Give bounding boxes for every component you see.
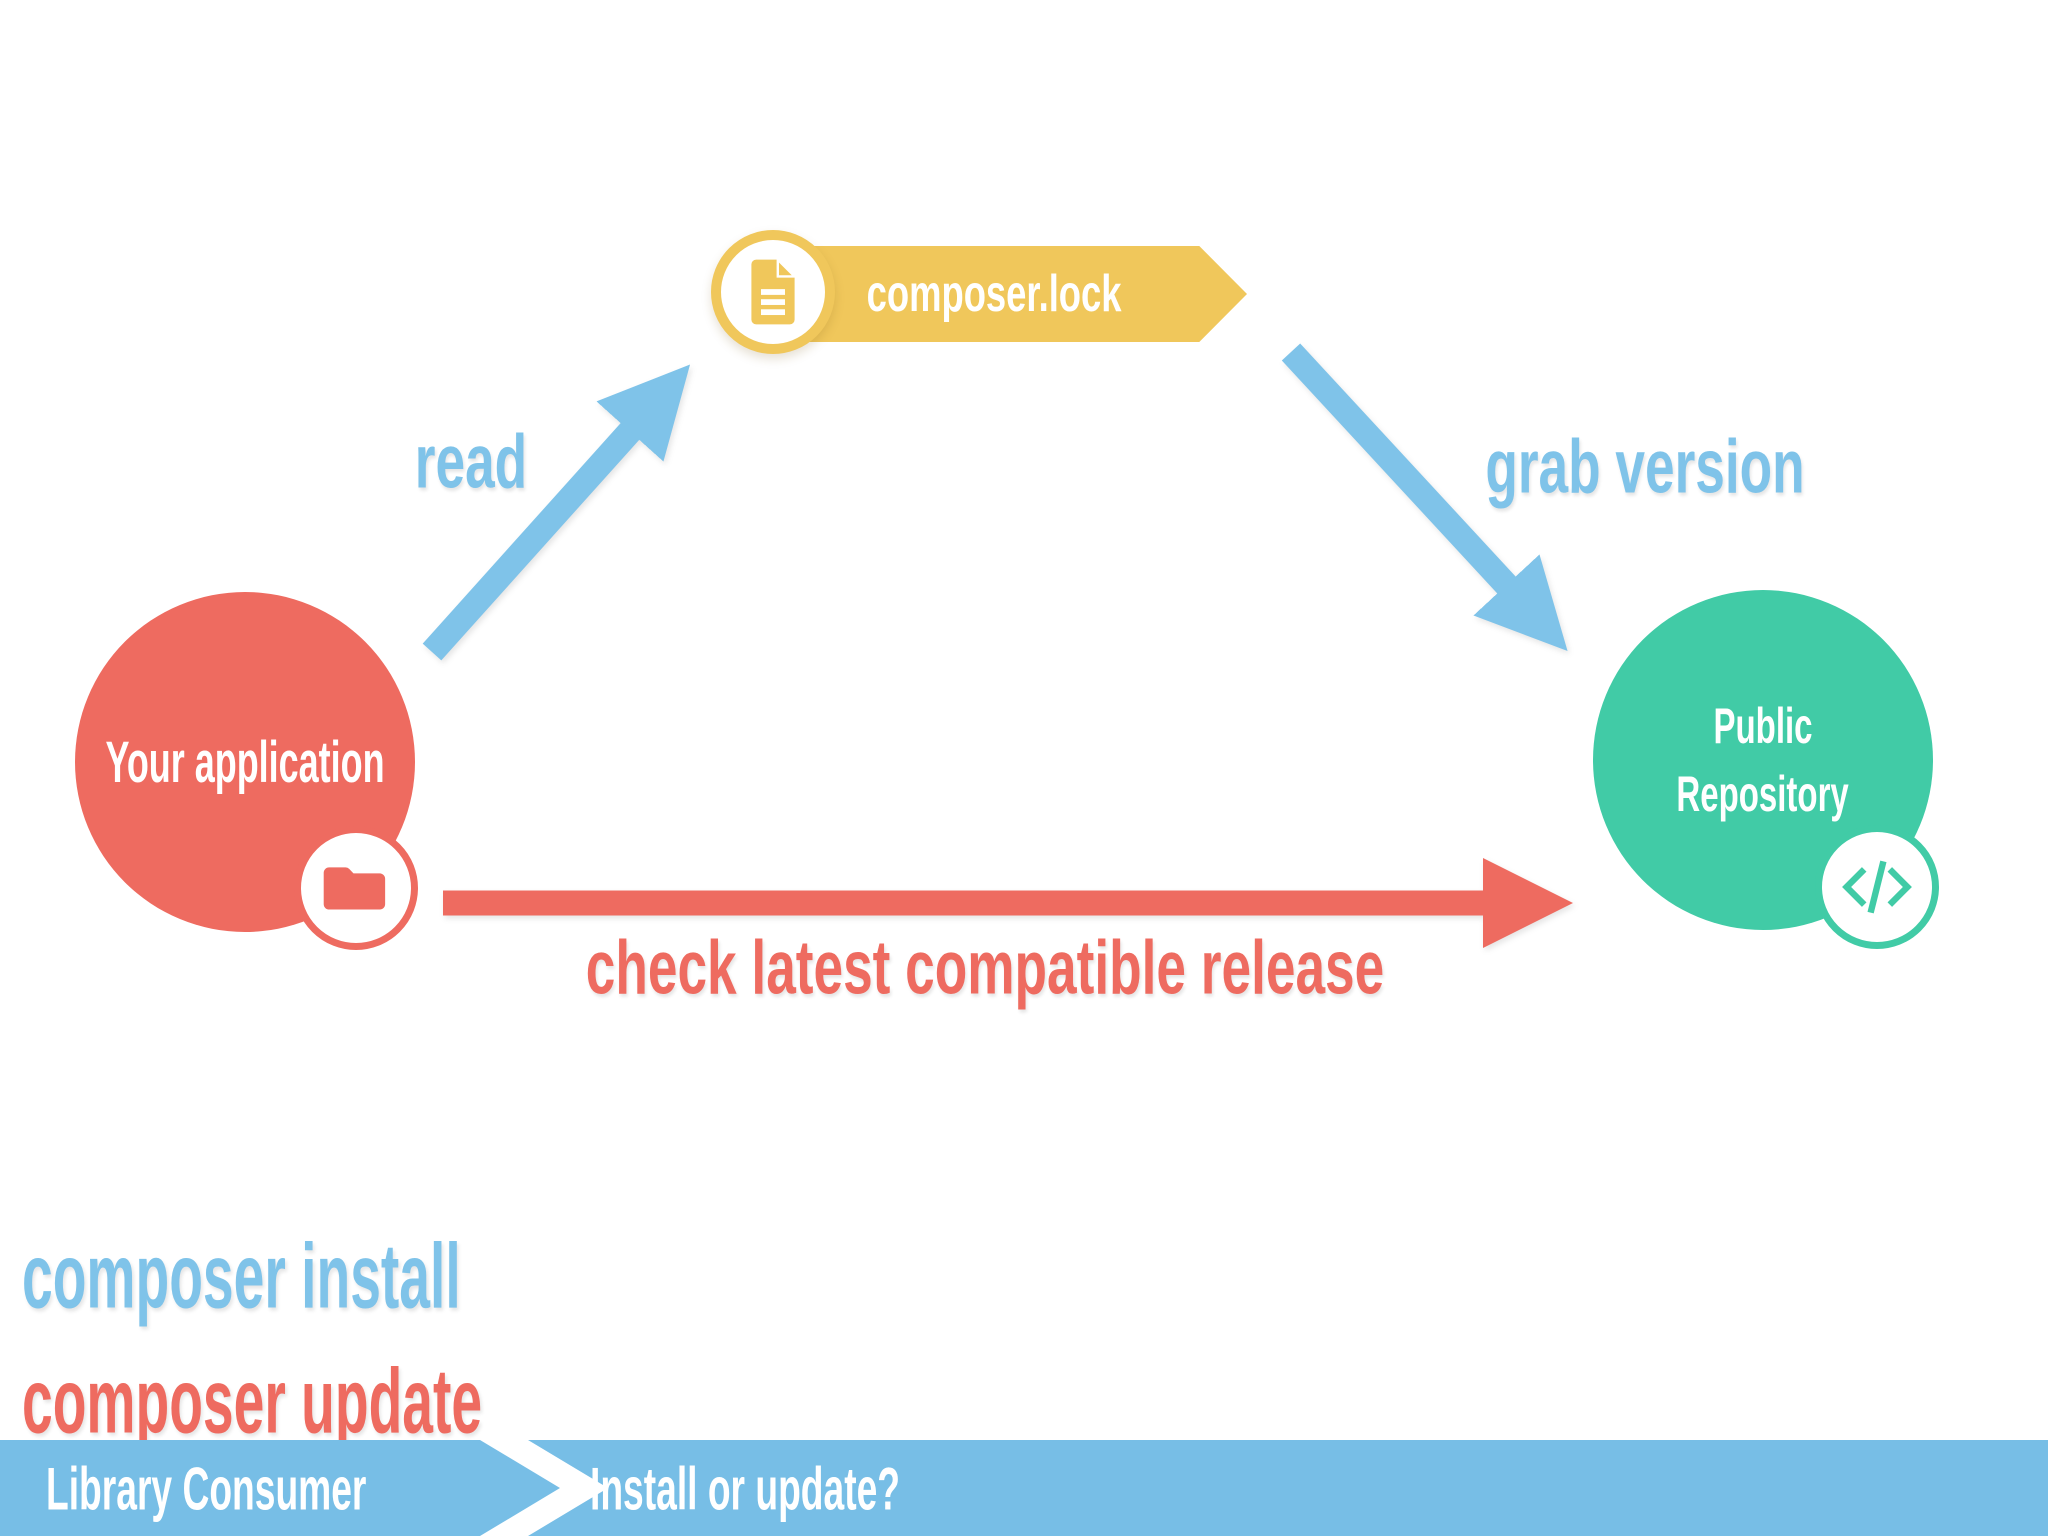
composer-lock-banner: composer.lock [770,246,1247,342]
document-icon [751,256,798,325]
grab-version-label: grab version [1485,424,1805,510]
check-release-label: check latest compatible release [585,925,1385,1011]
composer-install-command: composer install [22,1225,461,1328]
read-arrow [422,364,691,661]
folder-badge [294,826,418,950]
install-or-update-label: Install or update? [590,1455,901,1523]
document-badge [711,230,835,354]
read-label: read [414,419,528,505]
composer-lock-label: composer.lock [867,265,1122,323]
public-repository-label-line2: Repository [1676,766,1850,822]
code-badge [1815,825,1939,949]
your-application-label: Your application [105,729,385,795]
code-icon [1842,860,1912,914]
composer-update-command: composer update [22,1350,483,1453]
public-repository-label-line1: Public [1713,698,1813,754]
footer-right-segment [528,1440,2048,1536]
footer-left-segment [0,1440,560,1536]
library-consumer-label: Library Consumer [46,1455,367,1523]
grab-version-arrow [1281,343,1568,652]
folder-icon [323,867,386,910]
